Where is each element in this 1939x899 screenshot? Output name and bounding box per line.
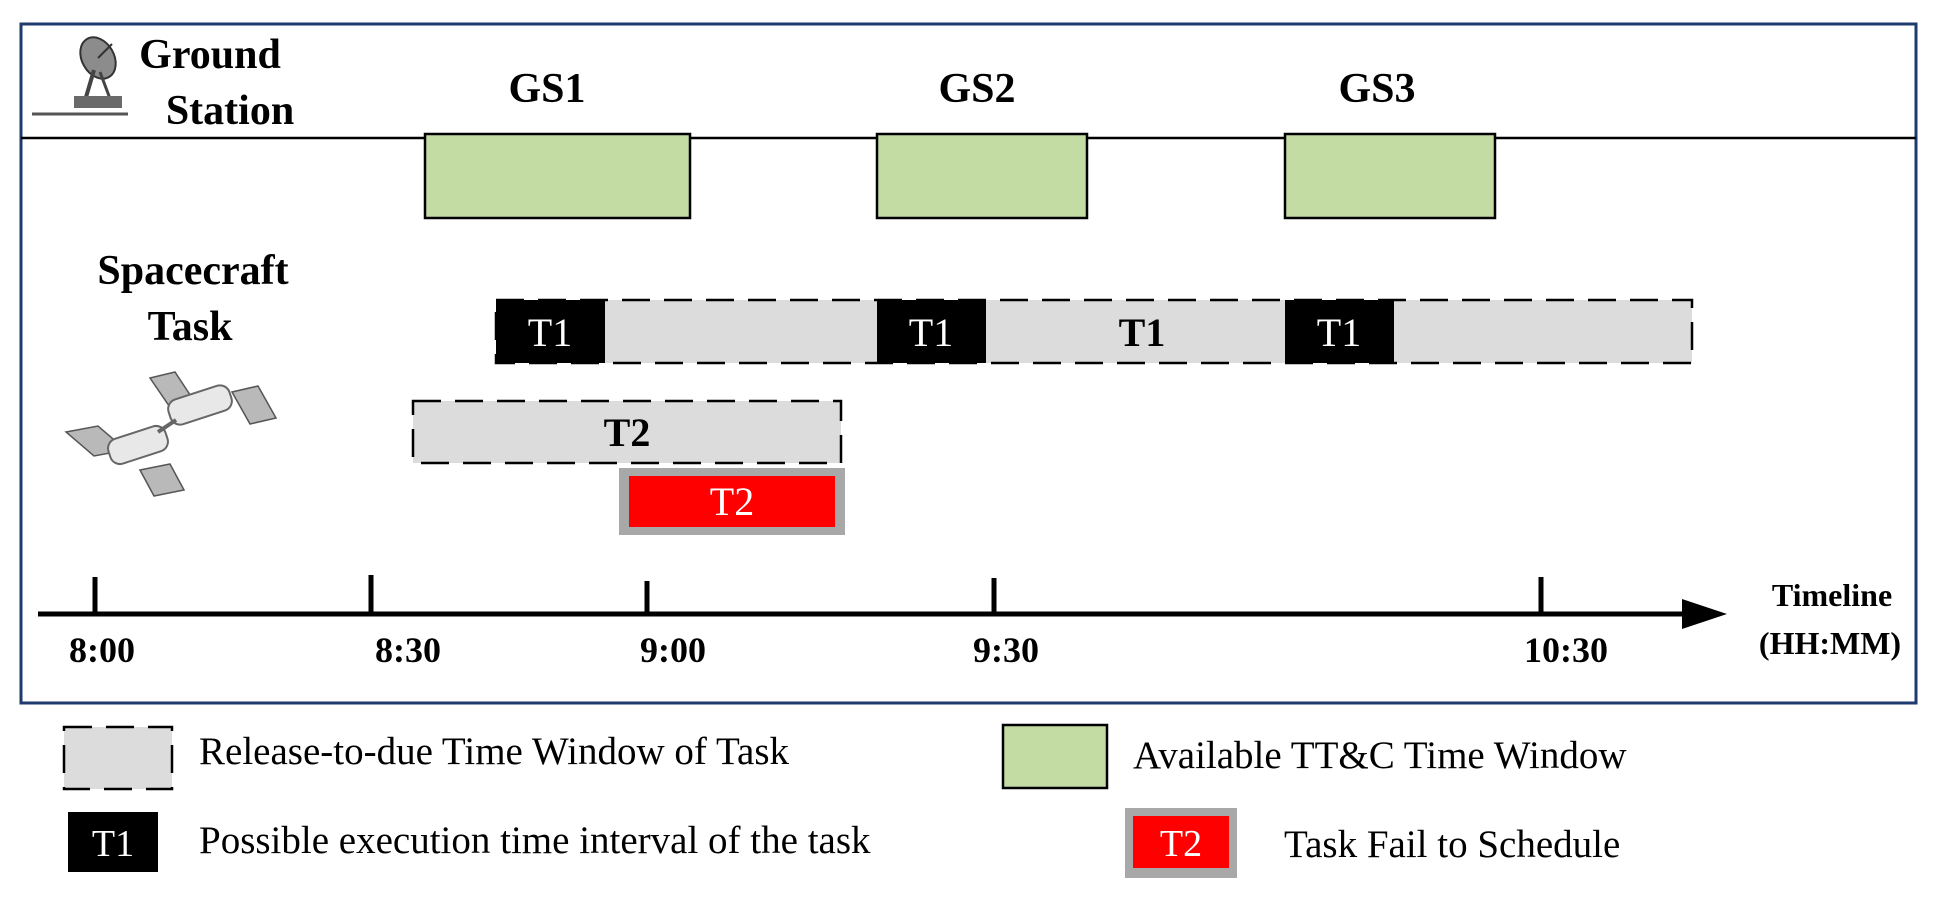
legend-fail-text: Task Fail to Schedule: [1284, 823, 1620, 866]
ground-station-label-line1: Ground: [139, 32, 281, 78]
legend-fail-swatch: T2: [1125, 808, 1237, 878]
ttc-window-gs1: [423, 132, 692, 220]
tick-label-1030: 10:30: [1524, 630, 1608, 670]
t2-failed-task: T2: [619, 468, 845, 535]
space-station-icon: [64, 371, 278, 497]
gs1-label: GS1: [508, 66, 585, 112]
t1-exec-chip-1-label: T1: [528, 310, 572, 355]
t1-exec-chip-2-label: T1: [909, 310, 953, 355]
tick-label-800: 8:00: [69, 630, 135, 670]
diagram-frame: [19, 22, 1918, 705]
legend-ttc-window-swatch: [1001, 723, 1109, 790]
timeline-label-line2: (HH:MM): [1759, 625, 1901, 661]
timeline-label-line1: Timeline: [1772, 577, 1892, 613]
legend-ttc-window-text: Available TT&C Time Window: [1133, 734, 1627, 777]
tick-label-830: 8:30: [375, 630, 441, 670]
t1-exec-chip-3-label: T1: [1317, 310, 1361, 355]
t1-exec-interval-3: T1: [1285, 300, 1394, 363]
legend-exec-swatch: T1: [68, 812, 158, 872]
gs3-label: GS3: [1338, 66, 1415, 112]
t1-release-window: [494, 298, 1694, 365]
legend-exec-chip-label: T1: [92, 823, 134, 865]
spacecraft-label-line2: Task: [148, 304, 234, 350]
legend-fail-chip-label: T2: [1160, 823, 1202, 865]
t1-exec-interval-2: T1: [877, 300, 986, 363]
t2-window-label: T2: [604, 410, 651, 455]
legend-release-window-text: Release-to-due Time Window of Task: [199, 730, 790, 773]
t2-release-window: [411, 399, 843, 465]
spacecraft-label-line1: Spacecraft: [97, 248, 288, 294]
timeline-arrow: [1682, 599, 1727, 629]
t1-window-label: T1: [1119, 310, 1166, 355]
ttc-window-gs2: [875, 132, 1089, 220]
t2-failed-label: T2: [710, 479, 754, 524]
legend-release-window-swatch: [62, 725, 174, 791]
gs2-label: GS2: [938, 66, 1015, 112]
ttc-window-gs3: [1283, 132, 1497, 220]
t1-exec-interval-1: T1: [496, 300, 605, 363]
satellite-dish-icon: [32, 36, 128, 116]
tick-label-930: 9:30: [973, 630, 1039, 670]
tick-label-900: 9:00: [640, 630, 706, 670]
legend-exec-text: Possible execution time interval of the …: [199, 819, 871, 862]
ground-station-label-line2: Station: [166, 88, 294, 134]
